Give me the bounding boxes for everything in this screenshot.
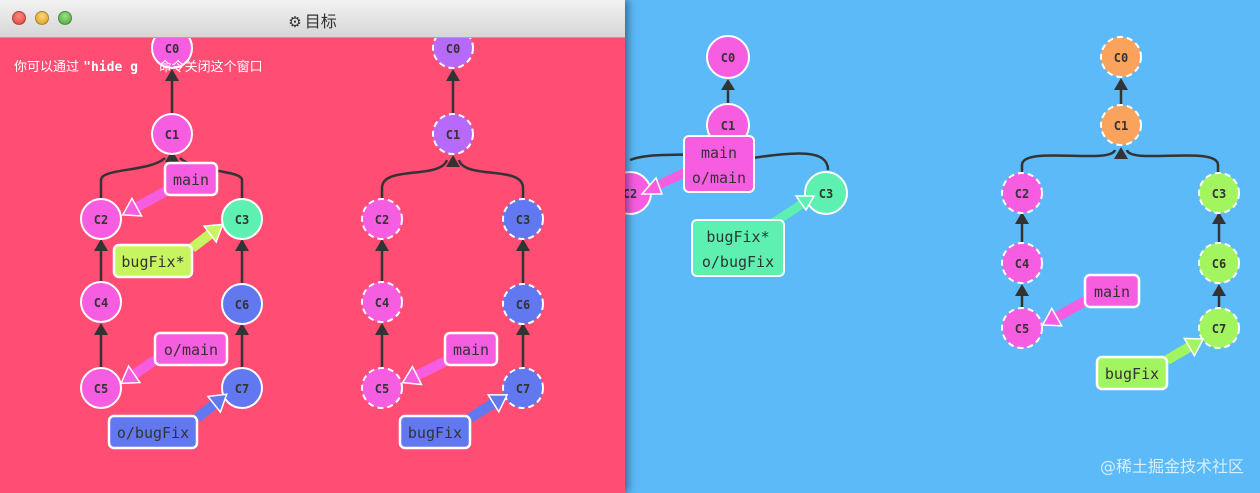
commit-label: C2 [623,187,637,201]
commit-label: C0 [1114,51,1128,65]
branch-name: main [1094,283,1130,301]
commit-node[interactable]: C1 [432,113,474,155]
commit-label: C2 [375,213,389,227]
watermark: @稀土掘金技术社区 [1099,457,1244,476]
commit-label: C6 [516,298,530,312]
commit-node[interactable]: C2 [361,198,403,240]
commit-label: C3 [819,187,833,201]
commit-label: C5 [94,382,108,396]
commit-node[interactable]: C3 [1198,172,1240,214]
commit-node[interactable]: C0 [706,35,750,79]
branch-label[interactable]: o/bugFix [107,414,199,450]
branch-label[interactable]: o/main [153,331,229,367]
commit-label: C0 [165,42,179,56]
commit-node[interactable]: C1 [1100,104,1142,146]
branch-name: o/bugFix [117,424,189,442]
commit-node[interactable]: C3 [221,198,263,240]
commit-label: C2 [1015,187,1029,201]
commit-node[interactable]: C7 [1198,307,1240,349]
commit-node[interactable]: C7 [221,367,263,409]
commit-label: C7 [1212,322,1226,336]
commit-label: C7 [516,382,530,396]
branch-name: bugFix* [706,228,769,246]
commit-node[interactable]: C4 [361,281,403,323]
commit-label: C4 [94,296,108,310]
commit-label: C6 [1212,257,1226,271]
branch-name: main [701,144,737,162]
commit-label: C1 [446,128,460,142]
branch-name: o/main [692,169,746,187]
commit-label: C2 [94,213,108,227]
commit-node[interactable]: C0 [1100,36,1142,78]
branch-label[interactable]: main [443,331,499,367]
commit-label: C1 [1114,119,1128,133]
window-title: ⚙目标 [288,12,337,31]
branch-name: bugFix [408,424,462,442]
commit-label: C1 [165,128,179,142]
commit-label: C0 [446,42,460,56]
commit-label: C7 [235,382,249,396]
window-titlebar[interactable]: ⚙目标 [0,0,625,38]
commit-node[interactable]: C4 [80,281,122,323]
commit-node[interactable]: C4 [1001,242,1043,284]
branch-label[interactable]: bugFix [1095,355,1169,391]
branch-name: bugFix* [121,253,184,271]
commit-node[interactable]: C7 [502,367,544,409]
gear-icon: ⚙ [288,13,302,31]
commit-label: C6 [235,298,249,312]
branch-label-bugfix[interactable]: bugFix* o/bugFix [691,219,785,277]
branch-name: main [173,171,209,189]
branch-name: o/main [164,341,218,359]
commit-node[interactable]: C5 [1001,307,1043,349]
commit-node[interactable]: C2 [80,198,122,240]
commit-node[interactable]: C6 [1198,242,1240,284]
commit-label: C0 [721,51,735,65]
branch-name: bugFix [1105,365,1159,383]
branch-label[interactable]: bugFix* [112,243,194,279]
commit-node[interactable]: C3 [804,171,848,215]
commit-node[interactable]: C1 [151,113,193,155]
commit-node[interactable]: C5 [80,367,122,409]
commit-node[interactable]: C0 [432,27,474,69]
close-button[interactable] [12,11,26,25]
commit-node[interactable]: C5 [361,367,403,409]
branch-name: main [453,341,489,359]
commit-label: C3 [235,213,249,227]
branch-label-main[interactable]: main o/main [683,135,755,193]
branch-label[interactable]: main [1083,273,1141,309]
commit-node[interactable]: C0 [151,27,193,69]
commit-node[interactable]: C6 [502,283,544,325]
branch-label[interactable]: main [163,161,219,197]
commit-label: C3 [516,213,530,227]
commit-label: C3 [1212,187,1226,201]
commit-label: C1 [721,119,735,133]
commit-label: C5 [375,382,389,396]
hide-goal-hint: 你可以通过 "hide g 命令关闭这个窗口 [14,60,263,75]
commit-node[interactable]: C6 [221,283,263,325]
minimize-button[interactable] [35,11,49,25]
commit-label: C4 [375,296,389,310]
commit-node[interactable]: C2 [1001,172,1043,214]
commit-label: C5 [1015,322,1029,336]
maximize-button[interactable] [58,11,72,25]
commit-node[interactable]: C3 [502,198,544,240]
branch-name: o/bugFix [702,253,774,271]
commit-label: C4 [1015,257,1029,271]
branch-label[interactable]: bugFix [398,414,472,450]
local-repo-graph: C0 C1 C2 C3 main o/main bugFix* o/bugFix [608,35,848,277]
